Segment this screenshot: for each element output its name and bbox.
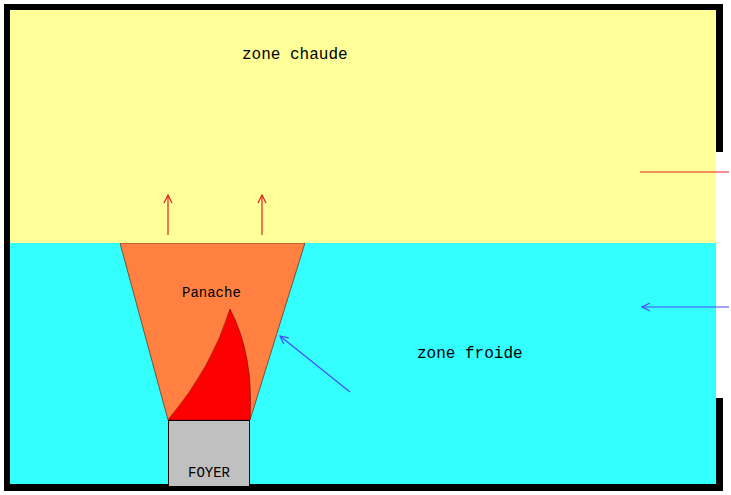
wall-right-upper (716, 4, 723, 152)
inflow-arrow (642, 306, 729, 307)
plume-shape: Panache (120, 243, 305, 420)
zone-label: FOYER (188, 465, 230, 481)
wall-right-lower (716, 398, 723, 491)
plume-trapezoid (120, 243, 305, 420)
heat-flow-arrow (167, 195, 168, 235)
zone-label: zone chaude (242, 46, 348, 64)
air-entrainment-arrow (280, 336, 350, 392)
plume-outline (120, 243, 305, 420)
heat-flow-arrow (261, 195, 262, 235)
outflow-arrow (640, 171, 729, 172)
hot-zone-band: zone chaude (10, 10, 716, 243)
flame (168, 309, 251, 420)
zone-label: Panache (182, 285, 241, 301)
hearth-box: FOYER (168, 420, 250, 487)
wall-bottom (4, 484, 723, 491)
inflow-arrowhead (642, 303, 650, 311)
zone-label: zone froide (417, 345, 523, 363)
cold-zone-band: zone froide Panache (10, 243, 716, 484)
